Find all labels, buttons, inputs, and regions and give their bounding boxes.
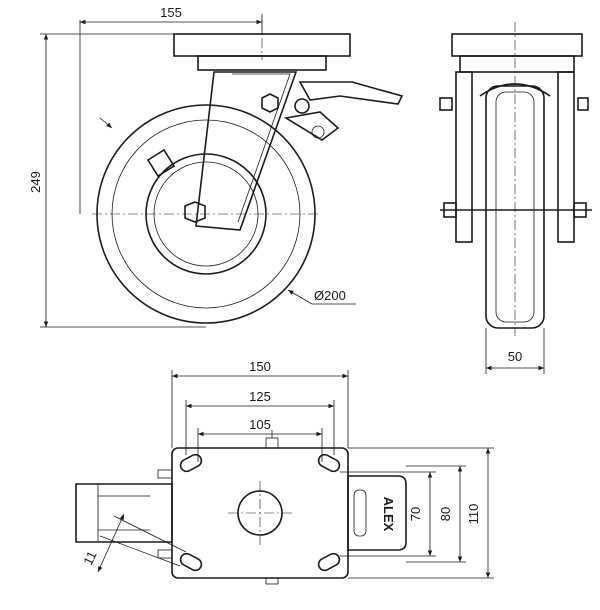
brake-cam <box>283 111 340 141</box>
dim-hole-outer-label: 125 <box>249 389 271 404</box>
dim-diameter-leader <box>287 289 313 305</box>
fork-side-right <box>557 71 575 243</box>
dim-hole-wide-label: 80 <box>438 507 453 521</box>
wheel-front-inner <box>495 91 535 323</box>
mount-slot-tr <box>317 453 341 473</box>
brake-bolt-front-right <box>577 97 589 111</box>
side-tab-bottom <box>157 549 173 559</box>
mount-slot-tl <box>179 453 203 473</box>
fork-leg-edge <box>232 73 291 223</box>
fork-clip <box>146 148 176 178</box>
brake-pivot <box>294 98 310 114</box>
dim-hole-narrow-label: 70 <box>408 507 423 521</box>
dim-wheel-width-label: 50 <box>508 349 522 364</box>
dim-line-slot-width <box>97 513 125 573</box>
mount-slot-br <box>317 552 341 572</box>
axle-nut <box>184 201 206 223</box>
kingpin-nut <box>261 93 279 113</box>
brake-pedal-ribs <box>97 484 150 542</box>
dim-plate-length-label: 150 <box>249 359 271 374</box>
side-tab-top <box>157 469 173 479</box>
ext-11-top <box>113 515 187 553</box>
dim-offset-label: 155 <box>160 5 182 20</box>
fork-side-left <box>455 71 473 243</box>
side-view: 155 249 Ø200 <box>28 5 404 328</box>
axle-nut-right <box>573 202 587 218</box>
brake-pedal-plan <box>75 483 173 543</box>
grease-nipple <box>265 437 279 449</box>
dim-slot-width-label: 11 <box>80 549 99 568</box>
brand-label: ALEX <box>381 497 396 532</box>
brake-pedal <box>298 81 404 105</box>
brand-slot <box>353 489 367 537</box>
top-plate-front <box>451 33 583 57</box>
dim-diameter-label: Ø200 <box>314 288 346 303</box>
top-view: ALEX 150 125 105 70 80 110 <box>75 359 494 585</box>
brake-bolt <box>311 125 325 139</box>
fork-leg <box>195 71 298 231</box>
swivel-head-front <box>459 55 575 73</box>
bottom-tab <box>265 577 279 585</box>
brand-plate <box>347 475 407 551</box>
dim-hole-inner-label: 105 <box>249 417 271 432</box>
mount-slot-bl <box>179 552 203 572</box>
dim-plate-width-label: 110 <box>466 504 481 525</box>
rim-pointer <box>99 117 113 129</box>
dim-height-label: 249 <box>28 171 43 193</box>
axle-nut-left <box>443 202 457 218</box>
brake-bolt-front <box>439 97 453 111</box>
front-view: 50 <box>439 22 592 374</box>
